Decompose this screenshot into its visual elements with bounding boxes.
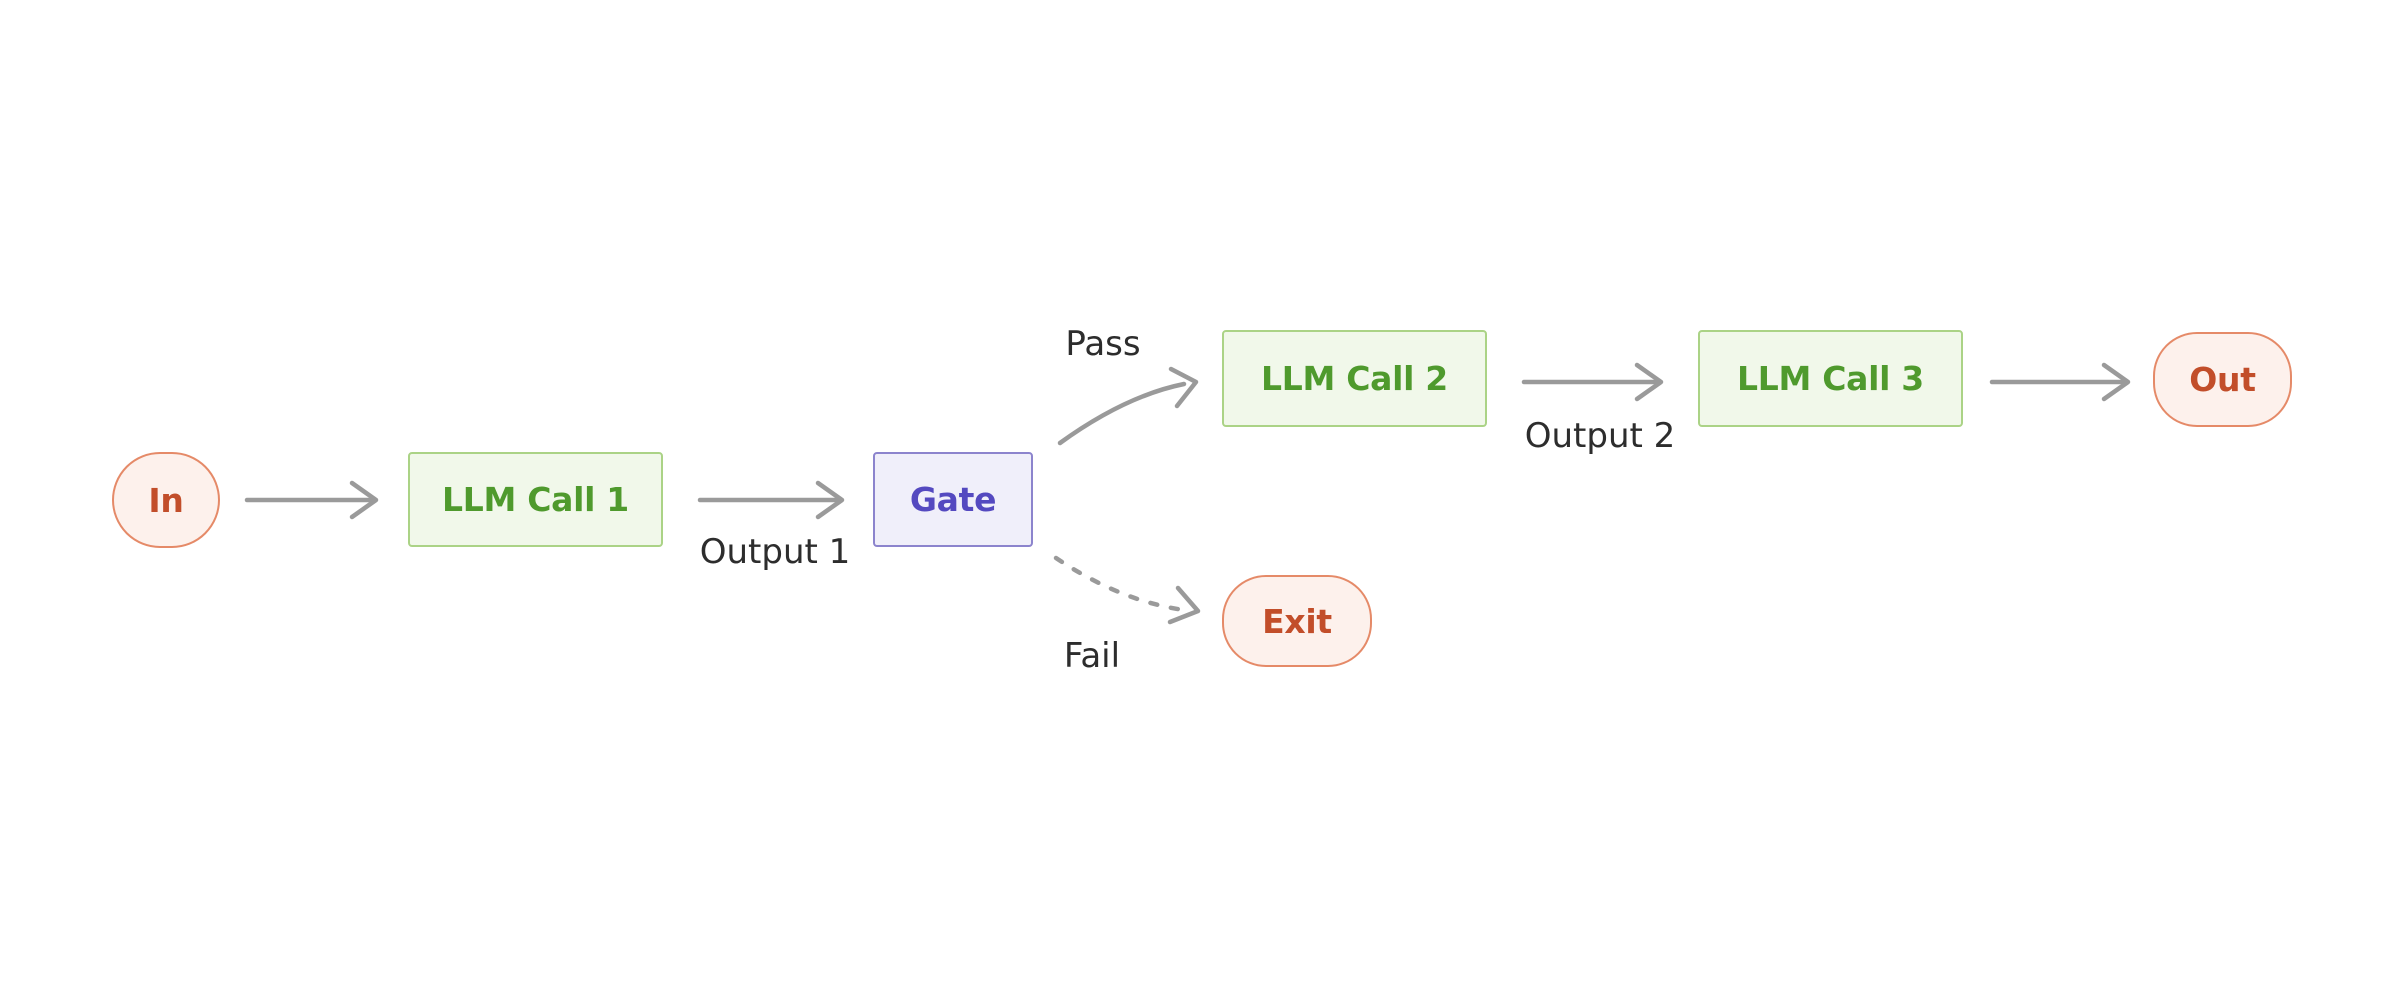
- node-exit[interactable]: Exit: [1222, 575, 1372, 667]
- node-in-label: In: [148, 480, 184, 520]
- node-llm-call-3-label: LLM Call 3: [1737, 359, 1924, 398]
- node-llm-call-1-label: LLM Call 1: [442, 480, 629, 519]
- node-out-label: Out: [2189, 360, 2256, 399]
- edge-llm-call-3-to-out: [1989, 362, 2131, 402]
- edge-label-output-2: Output 2: [1524, 416, 1676, 456]
- edge-label-pass: Pass: [1065, 324, 1141, 364]
- edge-in-to-llm-call-1: [244, 480, 379, 520]
- node-out[interactable]: Out: [2153, 332, 2292, 427]
- node-llm-call-2-label: LLM Call 2: [1261, 359, 1448, 398]
- node-gate-label: Gate: [909, 480, 997, 519]
- edge-llm-call-1-to-gate: [697, 480, 845, 520]
- edge-gate-to-llm-call-2-pass: [1057, 366, 1199, 446]
- node-exit-label: Exit: [1262, 601, 1332, 641]
- node-llm-call-2[interactable]: LLM Call 2: [1222, 330, 1487, 427]
- edge-label-output-1: Output 1: [699, 532, 851, 572]
- node-in[interactable]: In: [112, 452, 220, 548]
- edge-llm-call-2-to-llm-call-3: [1521, 362, 1664, 402]
- edge-label-fail: Fail: [1063, 636, 1121, 676]
- node-gate[interactable]: Gate: [873, 452, 1033, 547]
- node-llm-call-3[interactable]: LLM Call 3: [1698, 330, 1963, 427]
- node-llm-call-1[interactable]: LLM Call 1: [408, 452, 663, 547]
- edge-gate-to-exit-fail: [1053, 555, 1201, 625]
